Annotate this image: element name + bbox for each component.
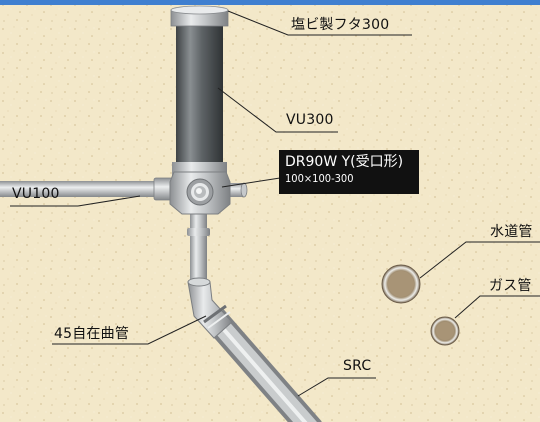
leader-vu100 <box>10 195 141 207</box>
leader-lines <box>10 10 540 397</box>
label-cap: 塩ビ製フタ300 <box>291 17 390 33</box>
elbow-45-fitting <box>187 277 233 339</box>
ground-surface-strip <box>0 0 540 5</box>
label-elbow: 45自在曲管 <box>54 326 130 342</box>
leader-water <box>419 241 540 279</box>
leader-cap <box>227 10 412 36</box>
label-vu100: VU100 <box>12 186 60 202</box>
vu100-drop-pipe <box>190 205 207 287</box>
label-fitting-size: 100×100-300 <box>285 172 354 185</box>
label-water-pipe: 水道管 <box>490 224 533 240</box>
label-fitting-name: DR90W Y(受口形) <box>285 154 404 170</box>
water-pipe-section <box>381 264 421 304</box>
label-fitting-box: DR90W Y(受口形) 100×100-300 <box>279 150 419 194</box>
label-gas-pipe: ガス管 <box>489 278 532 294</box>
fitting-side-outlet-end <box>240 182 248 198</box>
src-pipe <box>204 309 322 422</box>
label-vu300: VU300 <box>286 112 334 128</box>
gas-pipe-section <box>430 316 460 346</box>
vu300-shaft <box>172 22 227 176</box>
leader-fitting <box>221 177 281 188</box>
drop-pipe-coupling <box>187 228 210 236</box>
leader-gas <box>454 295 540 319</box>
leader-vu300 <box>217 87 338 133</box>
label-src: SRC <box>343 358 372 374</box>
pvc-lid-300 <box>170 5 229 27</box>
leader-elbow <box>52 315 207 345</box>
dr90wy-fitting <box>169 171 231 215</box>
leader-src <box>297 377 376 397</box>
